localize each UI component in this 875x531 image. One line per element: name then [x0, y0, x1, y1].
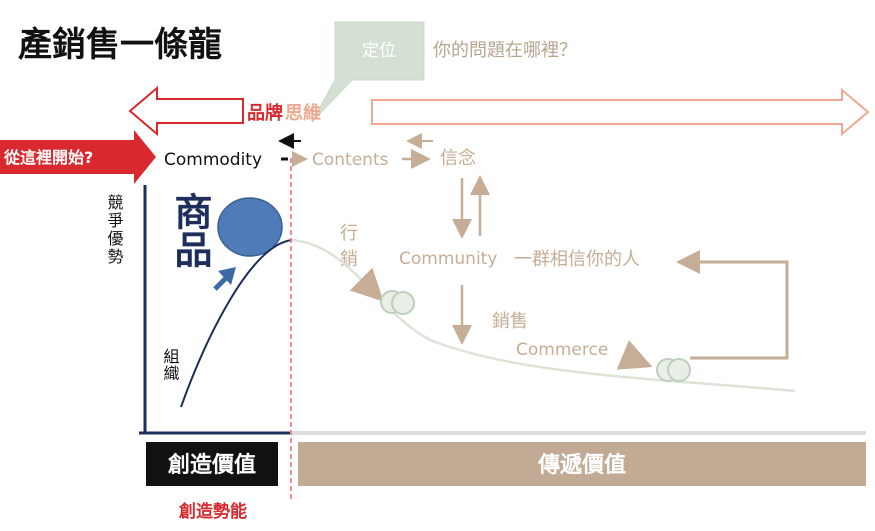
declining-curve: [291, 238, 796, 393]
brand-thinking-light: 思維: [285, 102, 321, 124]
community-label: Community: [399, 249, 497, 269]
product-label: 商品: [168, 192, 212, 268]
deliver-value-label: 傳遞價值: [537, 452, 626, 478]
ball-2b: [667, 358, 691, 382]
feedback-loop: [676, 250, 789, 360]
deliver-value-box: [298, 442, 866, 486]
sales-label: 銷售: [492, 311, 528, 332]
growth-arrow: [213, 276, 228, 291]
growth-arrowhead: [218, 267, 236, 285]
brand-left-arrow: [128, 85, 244, 137]
contents-label: Contents: [312, 150, 389, 170]
brand-right-arrow: [371, 87, 870, 137]
start-here-arrow: [0, 130, 156, 184]
rising-curve: [180, 239, 293, 408]
start-here-label: 從這裡開始?: [3, 148, 93, 167]
community-desc: 一群相信你的人: [514, 249, 640, 270]
create-value-label: 創造價值: [168, 452, 256, 478]
organization-label: 組織: [161, 348, 180, 382]
create-value-box: [146, 442, 278, 486]
ball-1b: [391, 291, 415, 315]
commodity-label: Commodity: [164, 150, 262, 170]
brand-thinking-red: 品牌: [247, 102, 283, 124]
position-question: 你的問題在哪裡？: [433, 40, 577, 61]
position-callout-label: 定位: [362, 41, 396, 61]
y-axis-label: 競爭優勢: [105, 194, 124, 266]
commerce-label: Commerce: [516, 340, 608, 360]
product-circle: [217, 197, 283, 257]
page-title: 產銷售一條龍: [18, 25, 222, 65]
ball-arrow-1: [349, 267, 384, 302]
marketing-char: 行: [340, 223, 358, 244]
belief-label: 信念: [440, 147, 476, 169]
create-momentum-label: 創造勢能: [178, 501, 247, 522]
ball-arrow-2: [616, 340, 653, 370]
position-callout-shape: [311, 21, 425, 123]
